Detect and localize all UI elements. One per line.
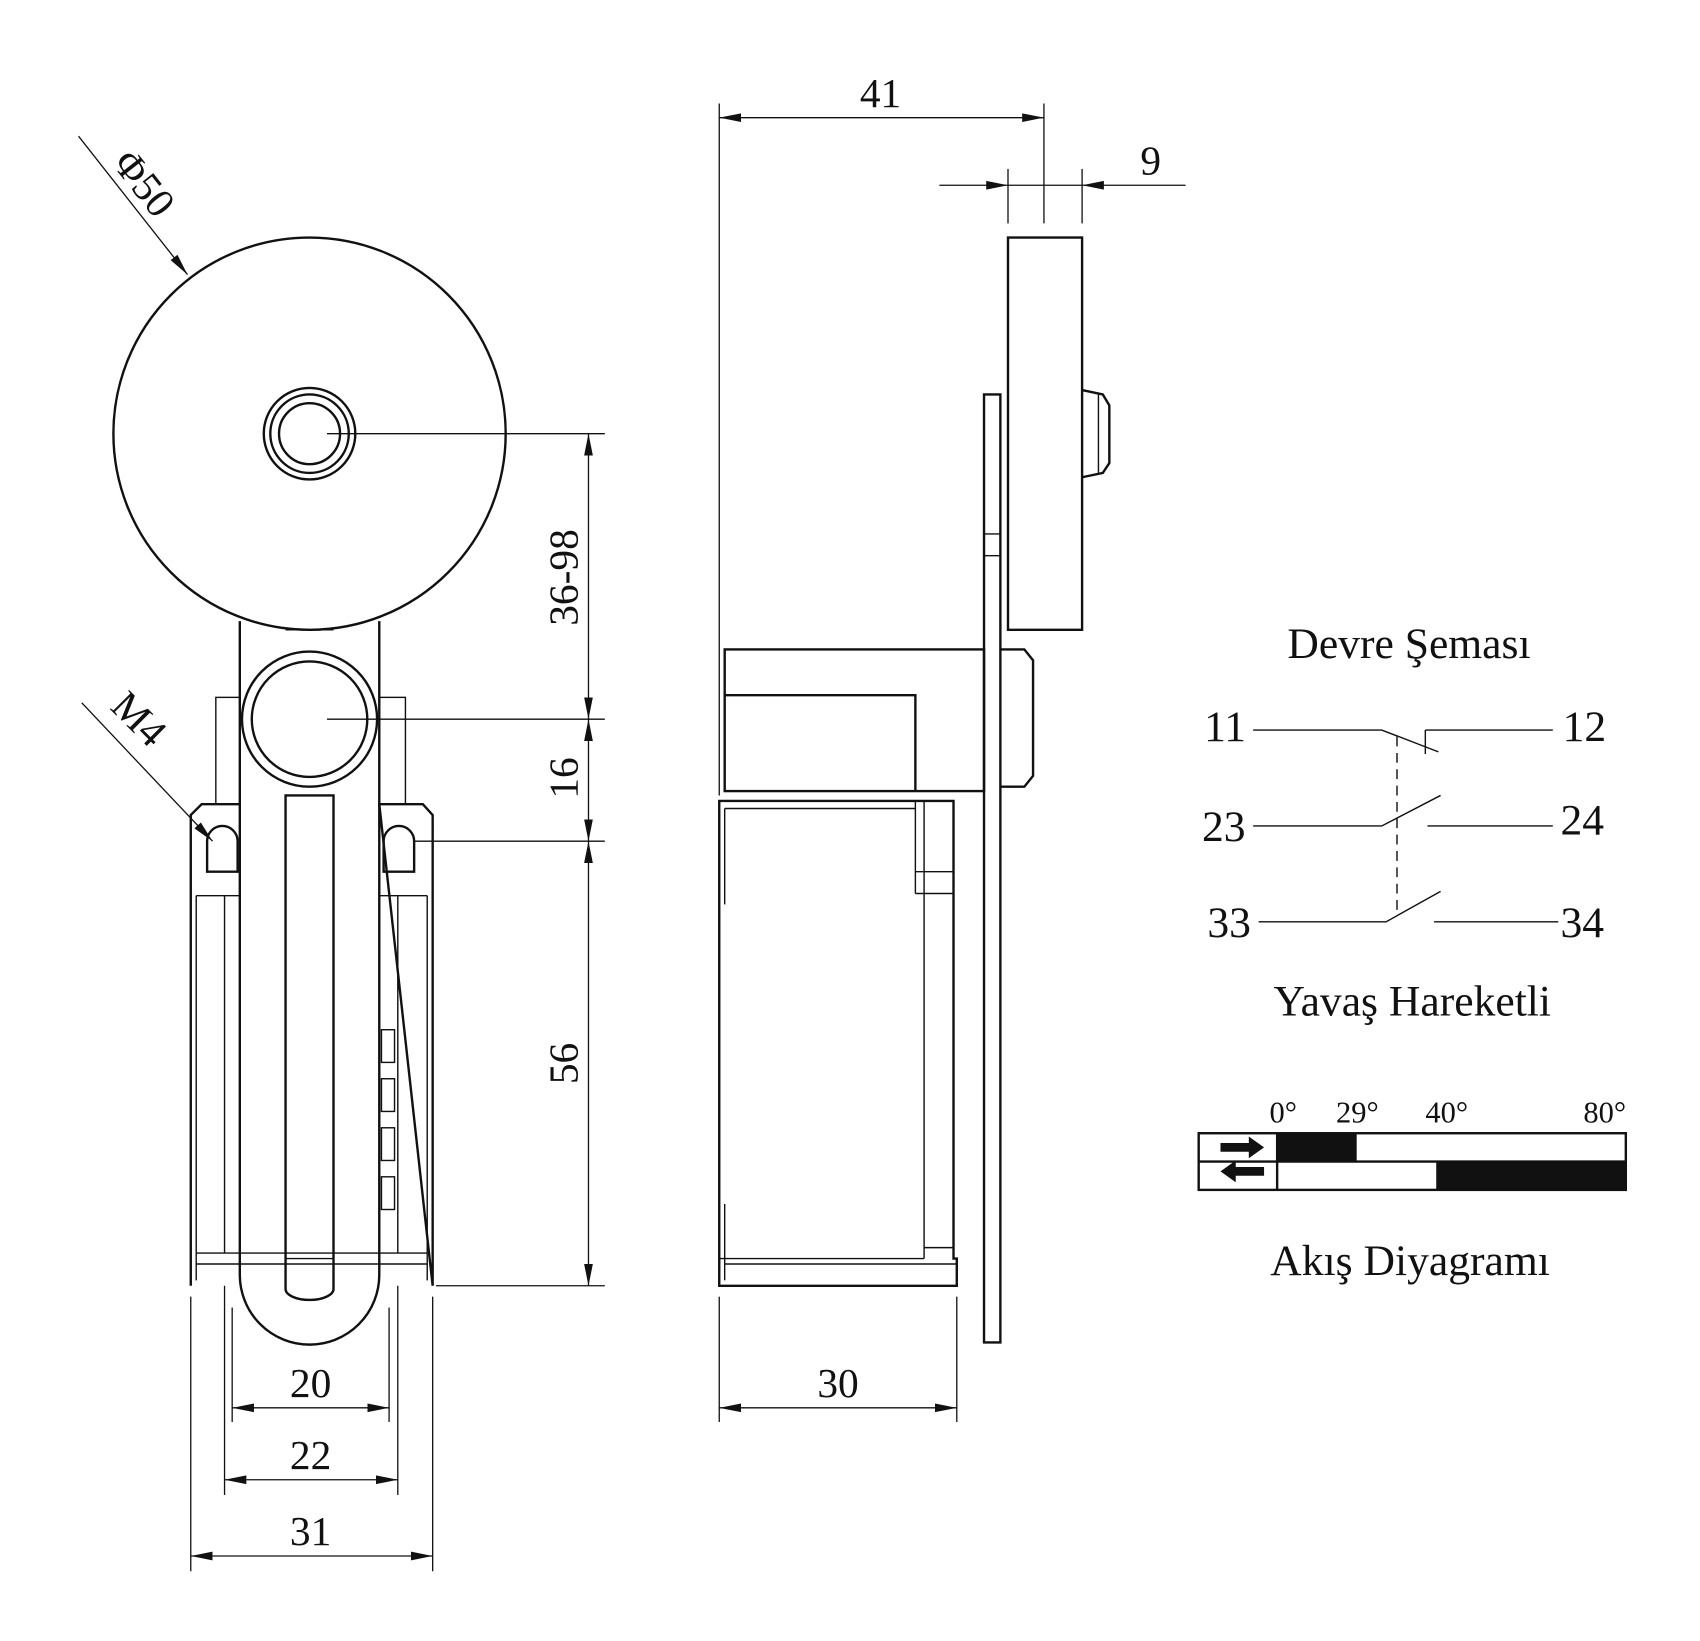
contact-no-33-34 — [1258, 890, 1559, 923]
terminal-11: 11 — [1204, 703, 1246, 751]
side-view: 41 9 30 — [718, 70, 1186, 1422]
dim-16-label: 16 — [541, 757, 587, 798]
angle-label-80: 80° — [1583, 1095, 1626, 1129]
circuit-diagram: Devre Şeması 11 12 23 24 33 34 Yavaş Har… — [1202, 620, 1606, 1025]
mounting-hole-left — [205, 824, 239, 873]
side-dimensions: 41 9 30 — [718, 70, 1186, 1422]
circuit-subtitle: Yavaş Hareketli — [1273, 978, 1551, 1026]
front-view: 36-98 16 56 20 22 31 Φ50 M4 — [78, 135, 605, 1572]
dim-36-98-label: 36-98 — [541, 529, 587, 626]
dim-22-label: 22 — [290, 1432, 331, 1478]
circuit-title: Devre Şeması — [1287, 620, 1530, 668]
contact-nc-11-12 — [1253, 729, 1553, 755]
forward-closed-bar — [1277, 1133, 1357, 1162]
terminal-33: 33 — [1207, 899, 1251, 947]
dim-31-label: 31 — [290, 1508, 331, 1554]
side-body — [718, 799, 958, 1287]
return-closed-bar — [1436, 1161, 1626, 1190]
contact-no-23-24 — [1253, 794, 1553, 827]
dim-56-label: 56 — [541, 1043, 587, 1084]
roller-diameter-label: Φ50 — [104, 141, 184, 226]
thread-label: M4 — [103, 682, 176, 755]
return-arrow-icon — [1220, 1160, 1265, 1183]
switch-body — [189, 696, 434, 1286]
terminal-12: 12 — [1563, 703, 1607, 751]
dim-30-label: 30 — [817, 1360, 858, 1406]
forward-arrow-icon — [1220, 1136, 1265, 1159]
dim-20-label: 20 — [290, 1360, 331, 1406]
angle-label-29: 29° — [1336, 1095, 1379, 1129]
dim-9-label: 9 — [1140, 137, 1161, 183]
dim-41-label: 41 — [860, 70, 901, 116]
mounting-hole-right — [382, 824, 416, 873]
side-lever-plate — [982, 393, 1035, 1344]
terminal-24: 24 — [1560, 797, 1604, 845]
terminal-34: 34 — [1560, 899, 1604, 947]
flow-diagram-title: Akış Diyagramı — [1270, 1237, 1550, 1285]
side-roller — [1006, 236, 1111, 632]
flow-diagram: 0° 29° 40° 80° Akış Diyagramı — [1197, 1095, 1628, 1285]
side-head — [723, 648, 986, 793]
terminal-23: 23 — [1202, 803, 1246, 851]
angle-label-0: 0° — [1270, 1095, 1297, 1129]
angle-label-40: 40° — [1425, 1095, 1468, 1129]
